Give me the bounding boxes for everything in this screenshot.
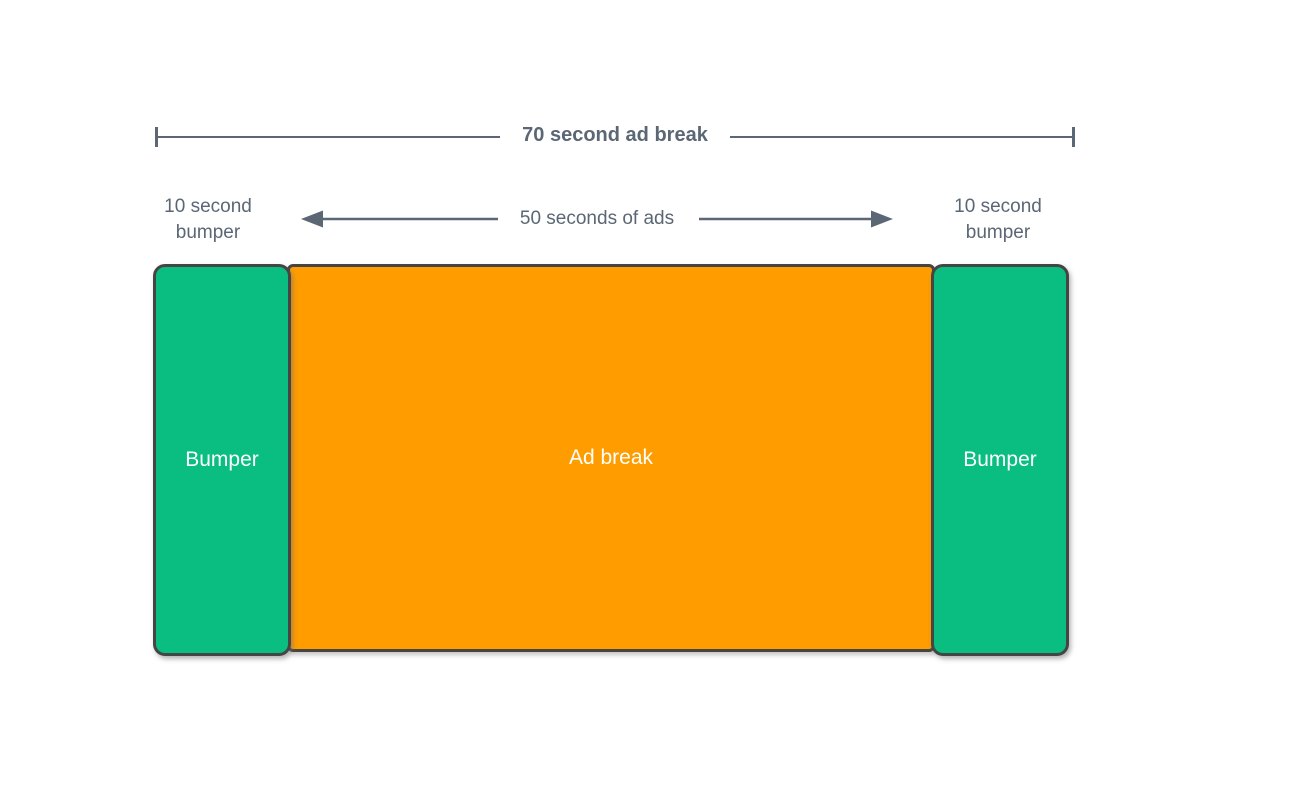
right-arrow-icon	[699, 210, 893, 228]
bumper-block-left-label: Bumper	[185, 448, 259, 471]
ads-duration-label: 50 seconds of ads	[519, 208, 675, 229]
bumper-block-right-label: Bumper	[963, 448, 1037, 471]
total-duration-label: 70 second ad break	[522, 123, 708, 146]
bumper-block-right: Bumper	[931, 264, 1069, 656]
measure-left-tick	[155, 127, 158, 147]
measure-right-tick	[1072, 127, 1075, 147]
ad-break-block-label: Ad break	[568, 446, 654, 469]
ad-break-block: Ad break	[287, 264, 935, 652]
left-arrow-icon	[301, 210, 498, 228]
bumper-block-left: Bumper	[153, 264, 291, 656]
right-bumper-duration-label: 10 second bumper	[954, 196, 1042, 243]
left-bumper-duration-label: 10 second bumper	[164, 196, 252, 243]
measure-right-line	[729, 135, 1072, 139]
measure-left-line	[158, 135, 501, 139]
total-duration-measure: 70 second ad break	[155, 124, 1075, 150]
